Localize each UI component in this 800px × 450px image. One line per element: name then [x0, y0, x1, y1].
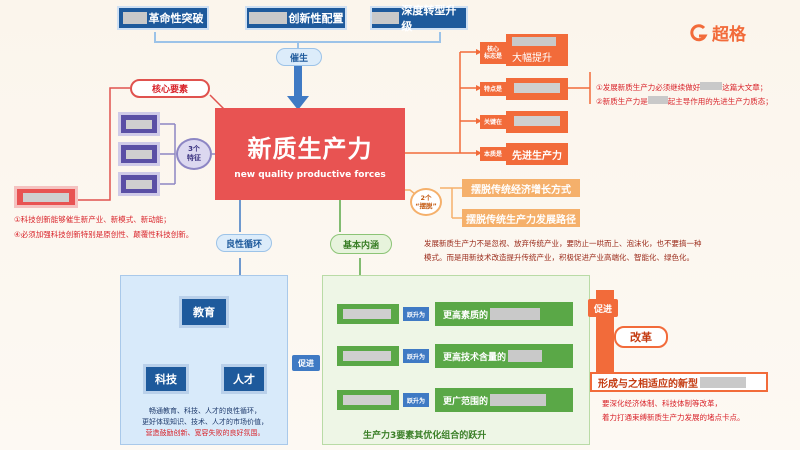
- feature-box-1: [118, 112, 160, 136]
- node-education: 教育: [179, 296, 229, 328]
- develop-note-2: 模式。而是用新技术改造提升传统产业，积极促进产业高端化、智能化、绿色化。: [424, 253, 694, 262]
- baituo-badge: 2个 “摆脱”: [410, 188, 442, 216]
- basic-row-3-text: 更广范围的: [443, 396, 489, 407]
- redacted-block: [647, 96, 668, 104]
- develop-note-1: 发展新质生产力不是忽视、放弃传统产业，要防止一哄而上、泡沫化，也不要搞一种: [424, 239, 702, 248]
- leap-tag-2: 跃升为: [403, 349, 429, 363]
- right-tag-3: 关键在: [480, 115, 506, 129]
- right-box-3: [506, 111, 568, 133]
- left-note-1: ①科技创新能够催生新产业、新模式、新动能；: [14, 215, 171, 224]
- brand-logo: 超格: [690, 20, 746, 45]
- brand-icon: [690, 23, 708, 41]
- right-note-2-post: 起主导作用的先进生产力质态；: [667, 97, 773, 106]
- core-title: 新质生产力: [247, 134, 373, 163]
- right-note-2-pre: ②新质生产力是: [596, 97, 648, 106]
- baituo-item-1: 摆脱传统经济增长方式: [462, 179, 580, 197]
- cycle-panel: 教育 科技 人才 畅通教育、科技、人才的良性循环， 更好体现知识、技术、人才的市…: [120, 275, 288, 445]
- cycle-note-1: 畅通教育、科技、人才的良性循环，: [149, 407, 261, 415]
- right-note-1-post: 这篇大文章；: [722, 83, 768, 92]
- reform-form-text: 形成与之相适应的新型: [598, 378, 698, 390]
- node-talent: 人才: [221, 364, 267, 394]
- core-box: 新质生产力 new quality productive forces: [215, 108, 405, 200]
- basic-footer: 生产力3要素其优化组合的跃升: [363, 431, 487, 441]
- basic-panel: 跃升为 更高素质的 跃升为 更高技术含量的 跃升为 更广范围的 生产力3要素其优…: [322, 275, 590, 445]
- cycle-notes: 畅通教育、科技、人才的良性循环， 更好体现知识、技术、人才的市场价值， 营造鼓励…: [129, 406, 281, 439]
- core-subtitle: new quality productive forces: [234, 169, 386, 180]
- node-science: 科技: [143, 364, 189, 394]
- reform-form-box: 形成与之相适应的新型: [590, 372, 768, 392]
- basic-row-1-left: [337, 304, 399, 324]
- redacted-block: [372, 12, 400, 24]
- redacted-block: [490, 394, 547, 406]
- basic-row-3-left: [337, 390, 399, 410]
- reform-note-1: 要深化经济体制、科技体制等改革，: [602, 399, 722, 408]
- feature-box-2: [118, 142, 160, 166]
- reform-promote-tag: 促进: [588, 299, 618, 317]
- top-box-3: 深度转型升级: [370, 4, 468, 33]
- basic-title-pill: 基本内涵: [330, 234, 392, 254]
- right-note-1: ①发展新质生产力必须继续做好 这篇大文章；: [596, 82, 767, 94]
- left-red-box: [14, 186, 78, 208]
- right-box-4: 先进生产力: [506, 143, 568, 165]
- leap-tag-3: 跃升为: [403, 393, 429, 407]
- top-box-3-label: 深度转型升级: [401, 4, 457, 33]
- basic-row-2-text: 更高技术含量的: [443, 352, 507, 363]
- basic-row-2-left: [337, 346, 399, 366]
- right-box-1-text: 大幅提升: [512, 52, 552, 64]
- basic-row-3-right: 更广范围的: [435, 388, 573, 412]
- right-tag-2: 特点是: [480, 82, 506, 96]
- cycle-promote-tag: 促进: [292, 355, 320, 371]
- redacted-block: [700, 82, 723, 90]
- cycle-title-pill: 良性循环: [216, 234, 272, 252]
- brand-name: 超格: [712, 25, 746, 45]
- redacted-block: [700, 376, 746, 388]
- reform-pill: 改革: [614, 326, 668, 348]
- basic-row-1-text: 更高素质的: [443, 310, 489, 321]
- redacted-block: [122, 12, 147, 24]
- basic-row-2-right: 更高技术含量的: [435, 344, 573, 368]
- baituo-item-2: 摆脱传统生产力发展路径: [462, 209, 580, 227]
- left-note-2: ④必须加强科技创新特别是原创性、颠覆性科技创新。: [14, 230, 194, 239]
- redacted-block: [248, 12, 287, 24]
- top-box-2: 创新性配置: [245, 6, 347, 30]
- top-box-2-label: 创新性配置: [288, 12, 344, 25]
- reform-note-2: 着力打通束缚新质生产力发展的堵点卡点。: [602, 413, 745, 422]
- top-box-1-label: 革命性突破: [148, 12, 204, 25]
- right-box-2: [506, 78, 568, 100]
- core-elements-pill: 核心要素: [130, 79, 210, 98]
- right-note-1-pre: ①发展新质生产力必须继续做好: [596, 83, 701, 92]
- cuisheng-pill: 催生: [276, 48, 322, 66]
- leap-tag-1: 跃升为: [403, 307, 429, 321]
- right-box-1: 大幅提升: [506, 34, 568, 66]
- cycle-note-3: 营造鼓励创新、宽容失败的良好氛围。: [145, 429, 265, 437]
- redacted-block: [512, 36, 556, 46]
- features-badge: 3个 特征: [176, 138, 212, 170]
- cycle-note-2: 更好体现知识、技术、人才的市场价值，: [142, 418, 268, 426]
- right-tag-1: 核心 标志是: [480, 42, 506, 64]
- redacted-block: [508, 350, 543, 362]
- right-tag-4: 本质是: [480, 147, 506, 161]
- top-box-1: 革命性突破: [117, 6, 209, 30]
- right-note-2: ②新质生产力是 起主导作用的先进生产力质态；: [596, 96, 773, 108]
- basic-row-1-right: 更高素质的: [435, 302, 573, 326]
- redacted-block: [490, 308, 541, 320]
- feature-box-3: [118, 172, 160, 196]
